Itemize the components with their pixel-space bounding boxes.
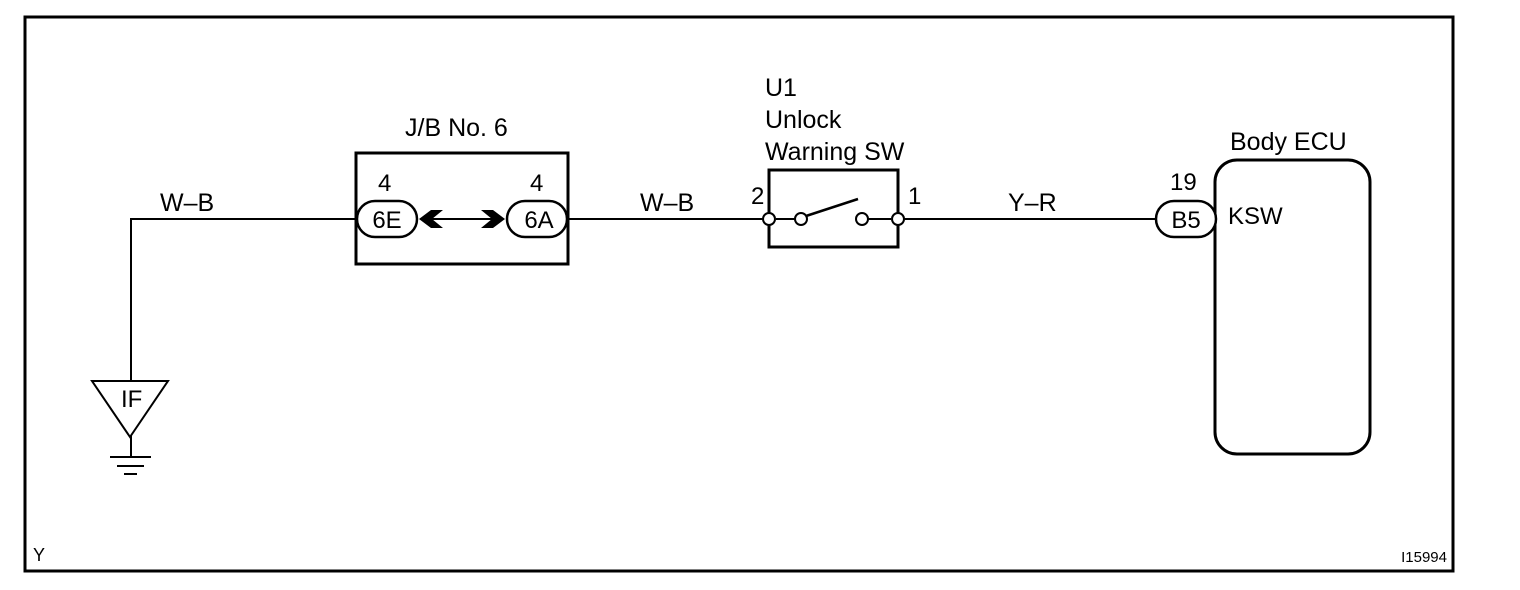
switch-pin-right: 1	[908, 183, 921, 210]
connector-6a	[505, 199, 569, 239]
connector-b5	[1154, 199, 1218, 239]
chevron-left-icon	[419, 210, 443, 228]
switch-pin-left: 2	[751, 183, 764, 210]
wire-ground-to-jb	[130, 218, 357, 440]
connector-6a-label: 6A	[524, 207, 553, 234]
ground-label: IF	[121, 386, 142, 413]
switch-name-line1: Unlock	[765, 106, 842, 134]
wire-label-ground-to-jb: W–B	[160, 189, 214, 217]
figure-id: I15994	[1401, 549, 1447, 566]
corner-label: Y	[33, 545, 45, 565]
switch-contact-left	[794, 212, 808, 226]
ecu-pin: 19	[1170, 169, 1197, 196]
switch-lever	[805, 197, 859, 218]
switch-terminal-left	[762, 212, 776, 226]
wire-label-jb-to-switch: W–B	[640, 189, 694, 217]
body-ecu: Body ECU 19 B5 KSW	[1154, 128, 1372, 456]
connector-b5-label: B5	[1171, 207, 1200, 234]
connector-6e	[355, 199, 419, 239]
unlock-warning-switch: U1 Unlock Warning SW 2 1	[751, 74, 921, 249]
switch-code: U1	[765, 74, 797, 102]
ecu-box	[1213, 158, 1372, 456]
junction-block-box	[354, 151, 570, 266]
ground-point: IF	[90, 380, 170, 475]
junction-block: J/B No. 6 4 4 6E 6A	[354, 114, 570, 266]
jb-left-pin: 4	[378, 170, 391, 197]
ecu-terminal: KSW	[1228, 203, 1283, 230]
connector-6e-label: 6E	[372, 207, 401, 234]
diagram-frame	[23, 15, 1455, 573]
ground-triangle	[90, 380, 170, 439]
switch-name-line2: Warning SW	[765, 138, 905, 166]
switch-contact-right	[855, 212, 869, 226]
jb-right-pin: 4	[530, 170, 543, 197]
chevron-right-icon	[481, 210, 505, 228]
junction-block-title: J/B No. 6	[405, 114, 508, 142]
wire-label-switch-to-ecu: Y–R	[1008, 189, 1057, 217]
switch-terminal-right	[891, 212, 905, 226]
ecu-title: Body ECU	[1230, 128, 1347, 156]
switch-box	[767, 168, 900, 249]
